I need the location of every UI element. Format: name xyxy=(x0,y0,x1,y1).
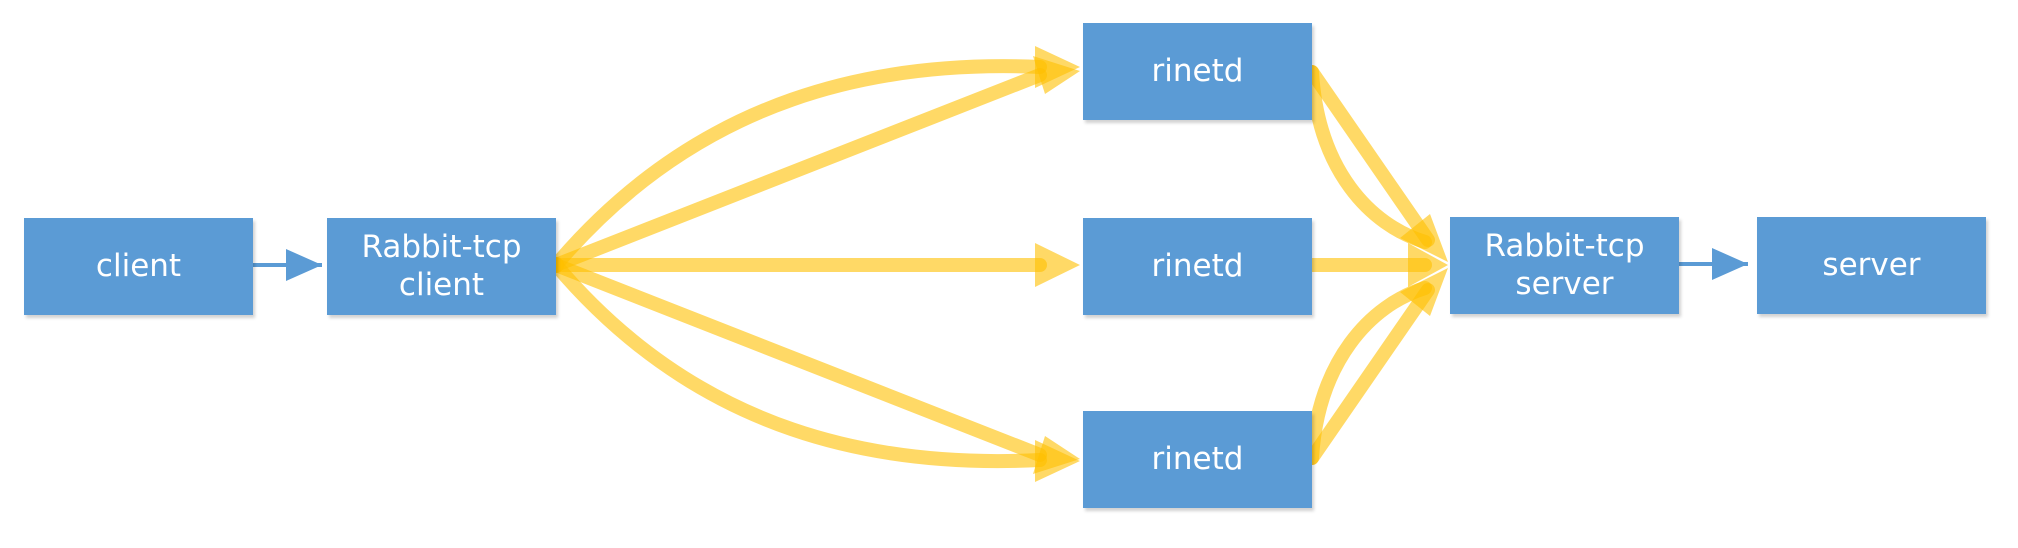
server-box: server xyxy=(1757,217,1986,314)
rinetd-top-box: rinetd xyxy=(1083,23,1312,120)
rabbit-tcp-client-label: Rabbit-tcp client xyxy=(361,228,522,303)
tunnel-arrowheads-server-side xyxy=(1400,214,1448,316)
tunnel-arrowhead-bottom-lower xyxy=(1035,440,1080,482)
rinetd-bottom-box: rinetd xyxy=(1083,411,1312,508)
tunnel-straight-bottom xyxy=(549,258,1047,462)
tunnel-arrowhead-merge-top xyxy=(1400,214,1448,262)
tunnel-merge-straight-top xyxy=(1305,65,1435,247)
rinetd-bottom-label: rinetd xyxy=(1151,440,1244,477)
server-label: server xyxy=(1822,246,1921,283)
blue-connectors xyxy=(253,248,1748,281)
tunnel-connections-server-side xyxy=(1305,65,1435,465)
client-label: client xyxy=(95,247,182,284)
rabbit-tcp-server-box: Rabbit-tcp server xyxy=(1450,217,1679,314)
tunnel-merge-curve-bottom xyxy=(1305,281,1432,465)
rabbit-tcp-server-label: Rabbit-tcp server xyxy=(1484,227,1645,302)
tunnel-arrowhead-merge-middle xyxy=(1408,243,1448,287)
tunnel-arrowhead-merge-bottom xyxy=(1400,268,1448,316)
tunnel-arrowhead-middle xyxy=(1035,243,1080,287)
tunnel-merge-curve-top xyxy=(1305,65,1432,249)
tunnel-arrowheads-client-side xyxy=(1033,46,1080,482)
tunnel-curve-top xyxy=(549,59,1047,272)
rinetd-middle-label: rinetd xyxy=(1151,247,1244,284)
tunnel-connections-client-side xyxy=(549,59,1047,469)
rinetd-top-label: rinetd xyxy=(1151,52,1244,89)
rinetd-middle-box: rinetd xyxy=(1083,218,1312,315)
tunnel-merge-straight-bottom xyxy=(1305,283,1435,465)
tunnel-straight-top xyxy=(549,68,1047,272)
tunnel-arrowhead-top-lower xyxy=(1033,56,1080,94)
rabbit-tcp-client-box: Rabbit-tcp client xyxy=(327,218,556,315)
client-box: client xyxy=(24,218,253,315)
tunnel-curve-bottom xyxy=(549,258,1047,469)
